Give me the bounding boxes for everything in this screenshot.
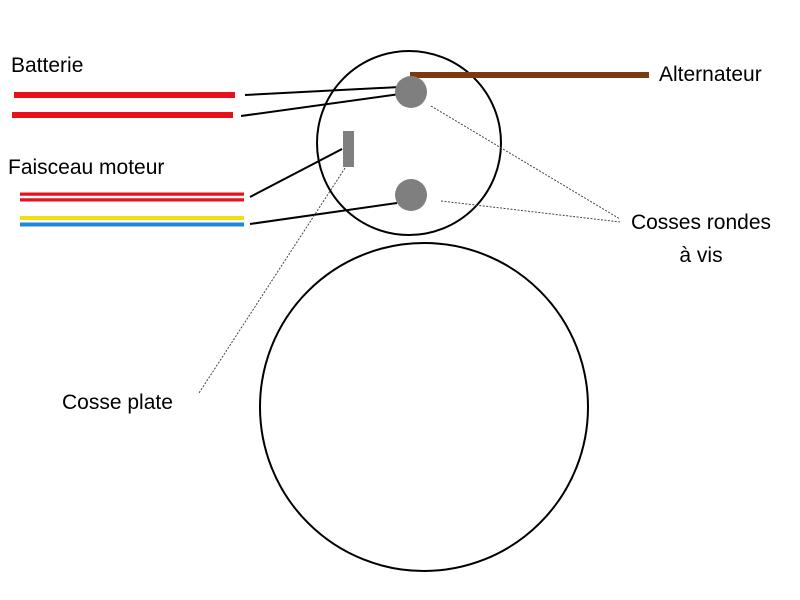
alternator-label: Alternateur — [659, 63, 762, 86]
flat-terminal — [343, 131, 354, 167]
leader-lower-round-terminal — [440, 200, 621, 223]
battery-connection-line-2 — [240, 93, 401, 117]
leader-lines — [198, 105, 621, 394]
leader-upper-round-terminal — [430, 105, 621, 220]
harness-flat-connection-line — [249, 148, 343, 198]
leader-flat-terminal — [198, 167, 346, 394]
battery-label: Batterie — [11, 54, 83, 77]
connection-lines — [240, 86, 401, 225]
solenoid-outline — [316, 50, 502, 236]
battery-cable — [12, 92, 235, 118]
harness-round-connection-line — [249, 202, 398, 225]
round-terminals-label-line-2: à vis — [679, 244, 722, 267]
engine-harness-label: Faisceau moteur — [8, 156, 164, 179]
round-terminals-label-line-1: Cosses rondes — [631, 211, 771, 234]
engine-harness-cables — [20, 192, 244, 227]
flat-terminal-label: Cosse plate — [62, 391, 173, 414]
starter-motor-outline — [259, 242, 589, 572]
battery-connection-line-1 — [244, 86, 401, 96]
upper-round-terminal — [395, 76, 427, 108]
lower-round-terminal — [395, 179, 427, 211]
